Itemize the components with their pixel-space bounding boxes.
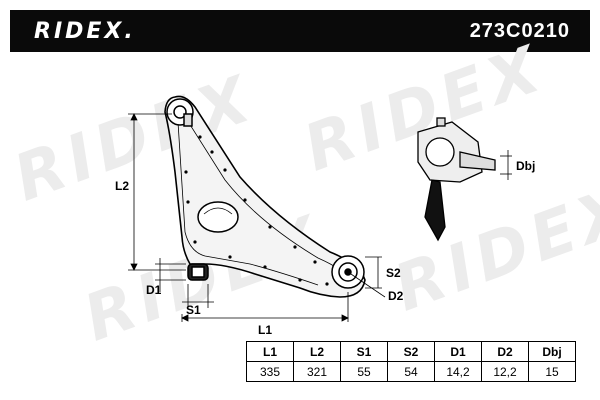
label-l1: L1	[258, 323, 272, 337]
dimension-l2	[128, 113, 186, 271]
control-arm-diagram: L2 D1 S1 L1 S2 D2	[115, 95, 535, 337]
ball-joint-top	[166, 98, 194, 127]
spec-header-d2: D2	[481, 341, 529, 362]
spec-value-l2: 321	[293, 361, 341, 382]
spec-value-s2: 54	[387, 361, 435, 382]
dimension-d2	[347, 271, 386, 298]
lightening-hole	[197, 201, 239, 233]
dimension-l1	[181, 292, 349, 322]
part-number: 273C0210	[469, 20, 570, 42]
spec-table-header-row: L1 L2 S1 S2 D1 D2 Dbj	[246, 341, 576, 362]
ball-joint-detail	[417, 117, 496, 242]
dimension-s1	[182, 284, 214, 308]
spec-header-l1: L1	[246, 341, 294, 362]
dimension-s2	[365, 256, 382, 289]
dimension-dbj	[500, 150, 512, 180]
spec-value-d1: 14,2	[434, 361, 482, 382]
header-bar: RIDEX. 273C0210	[10, 10, 590, 52]
spec-header-l2: L2	[293, 341, 341, 362]
label-s1: S1	[186, 303, 201, 317]
spec-table-value-row: 335 321 55 54 14,2 12,2 15	[246, 361, 576, 382]
spec-header-d1: D1	[434, 341, 482, 362]
brand-logo: RIDEX.	[34, 19, 136, 44]
spec-header-s1: S1	[340, 341, 388, 362]
label-d2: D2	[388, 289, 404, 303]
spec-value-s1: 55	[340, 361, 388, 382]
dimension-d1	[155, 258, 186, 292]
spec-header-dbj: Dbj	[528, 341, 576, 362]
spec-value-d2: 12,2	[481, 361, 529, 382]
spec-value-dbj: 15	[528, 361, 576, 382]
front-bushing	[187, 263, 209, 281]
rivet-dots	[184, 135, 329, 286]
spec-table: L1 L2 S1 S2 D1 D2 Dbj 335 321 55 54 14,2…	[246, 341, 576, 382]
label-s2: S2	[386, 266, 401, 280]
label-dbj: Dbj	[516, 159, 535, 173]
label-l2: L2	[115, 179, 129, 193]
spec-value-l1: 335	[246, 361, 294, 382]
spec-header-s2: S2	[387, 341, 435, 362]
label-d1: D1	[146, 283, 162, 297]
control-arm	[164, 95, 366, 298]
